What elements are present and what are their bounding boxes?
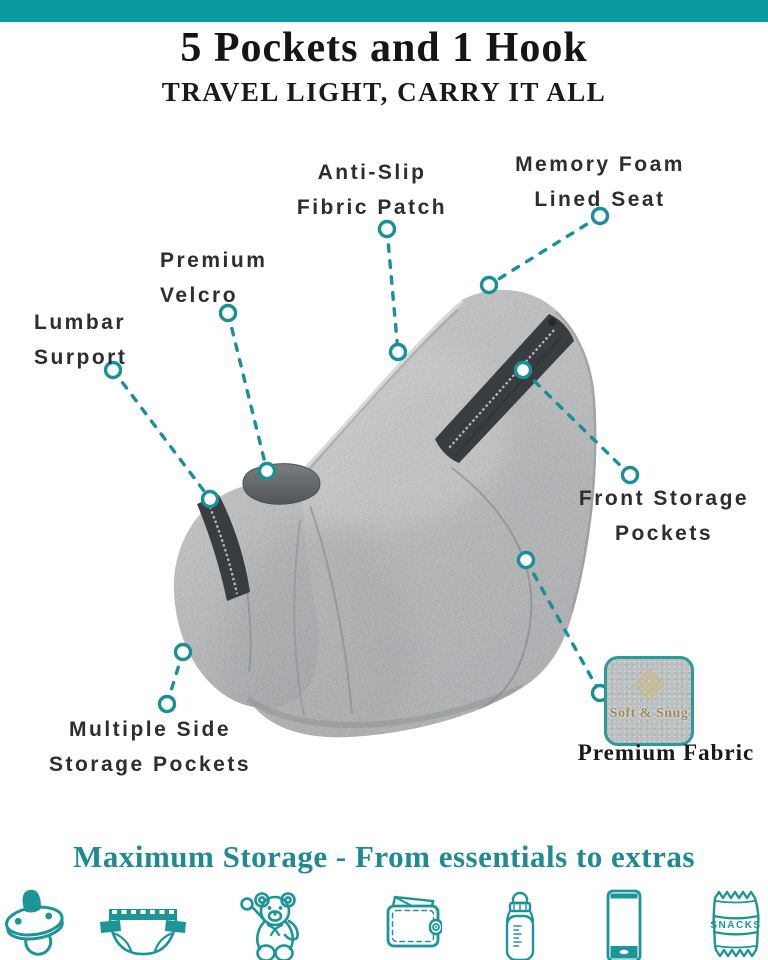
- callout-leaders: [103, 206, 640, 714]
- callout-line: Anti-Slip: [317, 161, 427, 184]
- callout-lumbar: Lumbar Surport: [34, 305, 127, 375]
- callout-line: Multiple Side: [68, 718, 232, 741]
- fabric-tag-label: Soft & Snug: [609, 706, 689, 721]
- fabric-swatch: Soft & Snug: [604, 656, 694, 746]
- callout-premium-velcro: Premium Velcro: [160, 243, 267, 313]
- hip-seat-carrier: [173, 289, 597, 738]
- page-subtitle: TRAVEL LIGHT, CARRY IT ALL: [161, 77, 607, 107]
- callout-front-storage: Front Storage Pockets: [579, 481, 749, 551]
- front-pocket-zipper: [435, 314, 574, 463]
- callout-multi-side: Multiple Side Storage Pockets: [49, 712, 251, 782]
- top-accent-bar: [0, 0, 768, 22]
- velcro-handle: [242, 463, 321, 505]
- leader-dots: [103, 206, 640, 714]
- diaper-icon: [100, 909, 186, 956]
- leader-lines: [111, 214, 632, 706]
- weave-icon: [633, 669, 665, 701]
- premium-fabric-caption: Premium Fabric: [577, 740, 755, 765]
- callout-memory-foam: Memory Foam Lined Seat: [515, 147, 685, 217]
- baby-bottle-icon: [505, 891, 535, 960]
- page-title: 5 Pockets and 1 Hook: [180, 25, 588, 71]
- storage-banner: Maximum Storage - From essentials to ext…: [73, 839, 695, 874]
- callout-line: Front Storage: [578, 487, 750, 510]
- snacks-bag-icon: SNACKS: [710, 890, 761, 958]
- callout-line: Premium: [160, 249, 268, 272]
- snacks-label: SNACKS: [710, 920, 761, 931]
- callout-line: Storage Pockets: [48, 753, 252, 776]
- callout-line: Velcro: [160, 284, 239, 307]
- callout-line: Memory Foam: [515, 153, 685, 176]
- smartphone-icon: [606, 889, 642, 960]
- callout-anti-slip: Anti-Slip Fibric Patch: [297, 155, 447, 225]
- callout-line: Fibric Patch: [296, 196, 448, 219]
- callout-line: Lumbar: [34, 311, 127, 334]
- seam-lines: [246, 309, 533, 717]
- callout-line: Pockets: [614, 522, 714, 545]
- pacifier-icon: [5, 889, 64, 956]
- teddy-bear-icon: [240, 892, 299, 960]
- callout-line: Lined Seat: [534, 188, 666, 211]
- wallet-icon: [386, 895, 442, 948]
- callout-line: Surport: [34, 346, 128, 369]
